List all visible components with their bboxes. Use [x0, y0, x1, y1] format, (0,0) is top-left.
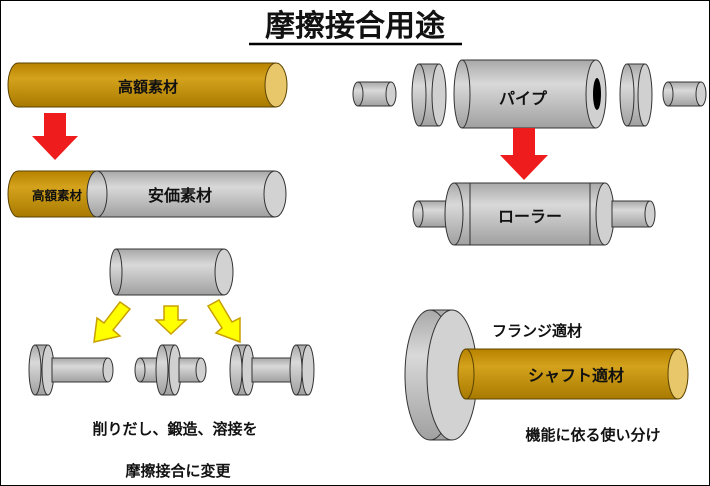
yellow-arrow-icon — [206, 298, 241, 344]
yellow-arrow-icon — [154, 305, 188, 336]
left-caption-line1: 削りだし、鍛造、溶接を — [92, 420, 257, 438]
roller-assembly — [412, 182, 656, 246]
expensive-material-label: 高額素材 — [118, 78, 178, 96]
right-caption: 機能に依る使い分け — [525, 426, 660, 444]
roller-label: ローラー — [498, 207, 562, 226]
page-title: 摩擦接合用途 — [265, 9, 446, 44]
joined-expensive-label: 高額素材 — [32, 188, 83, 203]
shaft-label: シャフト適材 — [528, 366, 624, 385]
red-down-arrow-icon — [32, 113, 78, 160]
flange-shaft-assembly — [404, 309, 689, 441]
forged-shaft-part — [28, 344, 114, 396]
flange-label: フランジ適材 — [492, 322, 582, 340]
red-down-arrow-icon — [500, 128, 548, 180]
friction-joined-shaft-part — [229, 344, 315, 396]
joined-material-bar — [7, 170, 287, 218]
joined-cheap-label: 安価素材 — [148, 186, 212, 205]
pipe-label: パイプ — [499, 89, 548, 108]
left-caption-line2: 摩擦接合に変更 — [125, 462, 231, 480]
expensive-material-bar — [7, 62, 288, 108]
yellow-arrow-icon — [93, 300, 132, 343]
pipe-parts-row — [352, 59, 707, 129]
welded-shaft-part — [134, 344, 207, 396]
blank-cylinder — [109, 248, 234, 296]
